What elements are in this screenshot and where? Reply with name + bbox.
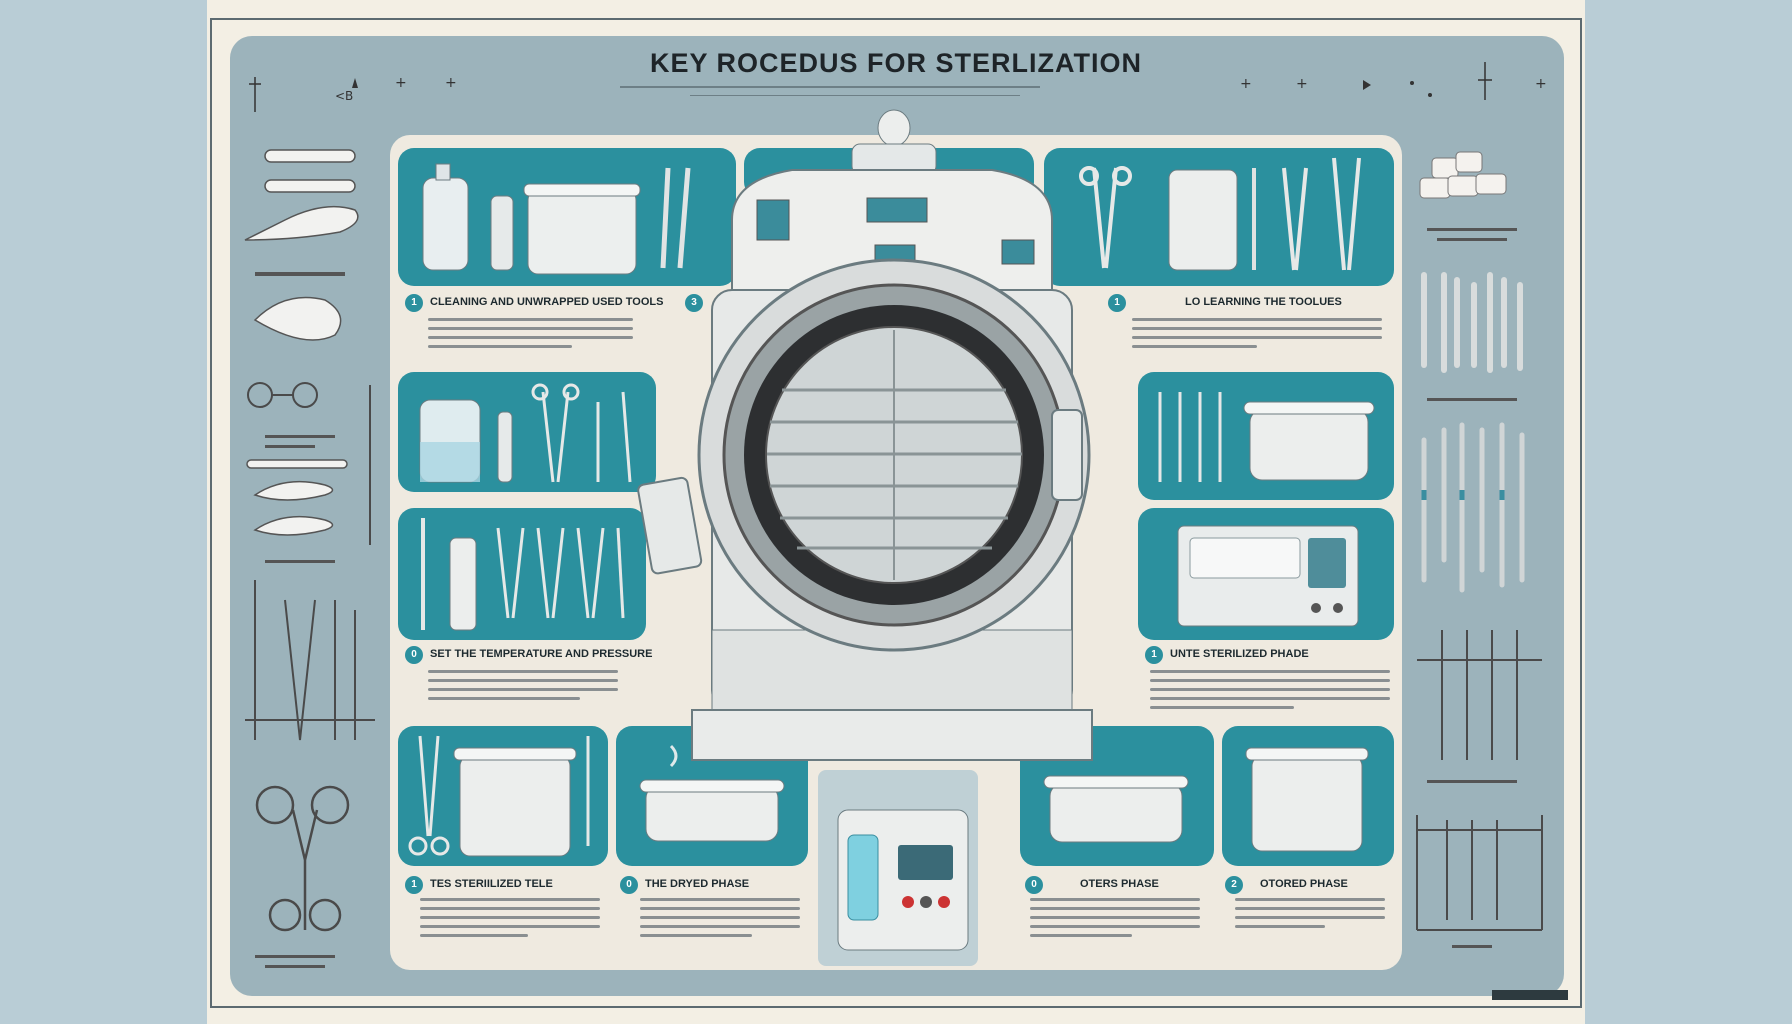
svg-text:<B: <B: [335, 89, 353, 103]
solution-bottle-icon: [419, 383, 632, 483]
svg-text:+: +: [1296, 76, 1308, 92]
step-8-caption: OTERS PHASE: [1080, 878, 1159, 890]
step-8-description: [1030, 898, 1200, 943]
side-label-1: [255, 272, 345, 276]
forceps-icon: [1079, 157, 1361, 271]
poster-frame: [210, 18, 1582, 1008]
scissors-icon: [255, 785, 350, 932]
panel-bottom-1: [398, 726, 608, 866]
step-1-description: [428, 318, 633, 354]
svg-text:+: +: [395, 75, 407, 91]
pot-icon: [639, 744, 785, 842]
step-7-caption: THE DRYED PHASE: [645, 878, 750, 890]
step-8-number: 0: [1025, 876, 1043, 894]
svg-text:+: +: [1240, 76, 1252, 92]
step-7-description: [640, 898, 800, 943]
step-6-number: 1: [405, 876, 423, 894]
panel-step-3: [1044, 148, 1394, 286]
gauze-icon: [1419, 151, 1507, 199]
right-tools-column: [1416, 151, 1543, 948]
svg-text:+: +: [445, 75, 457, 91]
probe-icon: [1421, 272, 1523, 373]
top-right-marks-icon: + + +: [1240, 62, 1547, 100]
panel-right-3: [1138, 508, 1394, 640]
step-6-caption: TES STERIILIZED TELE: [430, 878, 553, 890]
pot-icon: [1043, 775, 1189, 843]
step-4-description: [428, 670, 618, 706]
step-4-number: 0: [405, 646, 423, 664]
left-tools-column: [244, 149, 375, 968]
poster-title: KEY ROCEDUS FOR STERLIZATION: [649, 48, 1143, 78]
svg-text:+: +: [1535, 76, 1547, 92]
step-1-caption: CLEANING AND UNWRAPPED USED TOOLS: [430, 296, 664, 308]
title-underline-2: [690, 95, 1020, 96]
step-3-caption: LO LEARNING THE TOOLUES: [1185, 296, 1342, 308]
oven-icon: [1177, 525, 1359, 627]
title-underline: [620, 86, 1040, 88]
instrument-rack-icon: [1416, 630, 1543, 931]
hemostat-icon: [421, 518, 625, 631]
bottle-icon: [422, 163, 691, 275]
step-9-description: [1235, 898, 1385, 934]
scalpel-icon: [244, 149, 359, 536]
step-7-number: 0: [620, 876, 638, 894]
panel-right-2: [1138, 372, 1394, 500]
pot-icon: [408, 735, 590, 857]
step-6-description: [420, 898, 600, 943]
step-3-number: 1: [1108, 294, 1126, 312]
step-9-caption: OTORED PHASE: [1260, 878, 1348, 890]
pot-icon: [1245, 747, 1369, 852]
top-left-marks-icon: + + <B: [249, 75, 457, 112]
step-4-caption: SET THE TEMPERATURE AND PRESSURE: [430, 648, 653, 660]
panel-left-2: [398, 372, 656, 492]
step-5-number: 1: [1145, 646, 1163, 664]
footer-badge: [1492, 990, 1568, 1000]
forceps-icon: [245, 382, 375, 741]
step-3-description: [1132, 318, 1382, 354]
step-5-description: [1150, 670, 1390, 715]
mini-autoclave-icon: [837, 809, 969, 951]
panel-left-3: [398, 508, 646, 640]
step-1-number: 1: [405, 294, 423, 312]
pot-icon: [1158, 392, 1375, 482]
panel-step-1: [398, 148, 736, 286]
step-9-number: 2: [1225, 876, 1243, 894]
autoclave-icon: [637, 109, 1093, 761]
step-2-number: 3: [685, 294, 703, 312]
panel-bottom-4: [1222, 726, 1394, 866]
step-5-caption: UNTE STERILIZED PHADE: [1170, 648, 1309, 660]
